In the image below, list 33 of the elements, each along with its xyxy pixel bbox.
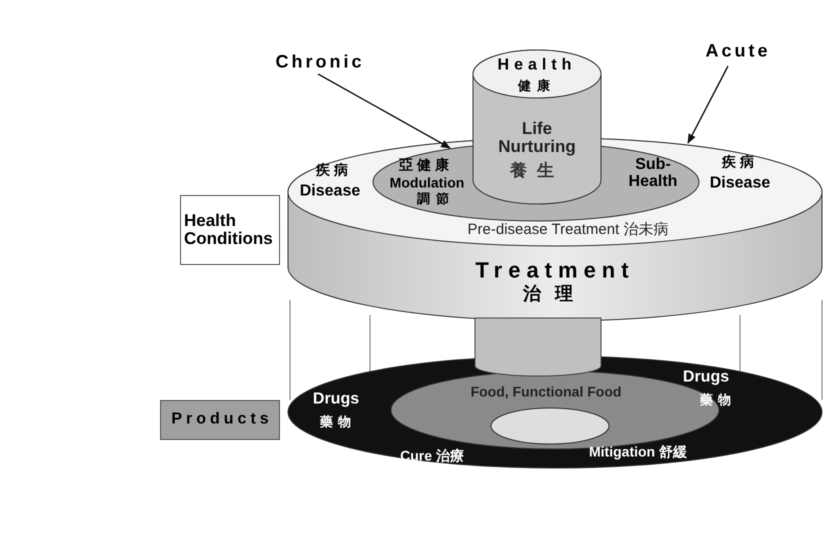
node-label: Health xyxy=(498,58,576,74)
node-label: Disease xyxy=(710,176,770,192)
node-label: 藥物 xyxy=(320,415,356,429)
node-label: 藥物 xyxy=(700,393,736,407)
category-box xyxy=(180,195,280,265)
node-label: Drugs xyxy=(682,370,730,386)
node-label: Drugs xyxy=(312,392,360,408)
products-disk xyxy=(287,355,823,469)
node-label: Treatment xyxy=(475,258,635,282)
treatment-disk-drawing xyxy=(287,137,823,322)
leader-arrow xyxy=(318,73,451,149)
surface-label: Pre-disease Treatment 治未病 xyxy=(468,222,668,238)
node-label: 治理 xyxy=(523,284,587,304)
node-label: Health Conditions xyxy=(184,212,274,248)
leader-arrow xyxy=(687,66,729,144)
node-label: 健康 xyxy=(518,79,556,93)
node-label: 疾病 xyxy=(316,162,352,178)
node-label: Modulation xyxy=(390,176,464,190)
inner-ellipse xyxy=(490,407,610,445)
callout-label: Chronic xyxy=(276,52,364,72)
node-label: Mitigation 舒緩 xyxy=(589,444,687,460)
node-label: Food, Functional Food xyxy=(470,384,622,400)
node-label: 亞健康 xyxy=(399,158,453,172)
node-label: 疾病 xyxy=(722,154,758,170)
callout-label: Acute xyxy=(706,42,770,60)
node-label: 養生 xyxy=(510,162,564,180)
node-label: Life Nurturing xyxy=(497,120,577,156)
node-label: Sub-Health xyxy=(628,157,678,191)
node-label: Products xyxy=(171,412,273,428)
node-label: 調節 xyxy=(417,192,455,206)
node-label: Disease xyxy=(300,184,360,200)
category-box xyxy=(160,400,280,440)
health-cylinder xyxy=(472,49,602,205)
